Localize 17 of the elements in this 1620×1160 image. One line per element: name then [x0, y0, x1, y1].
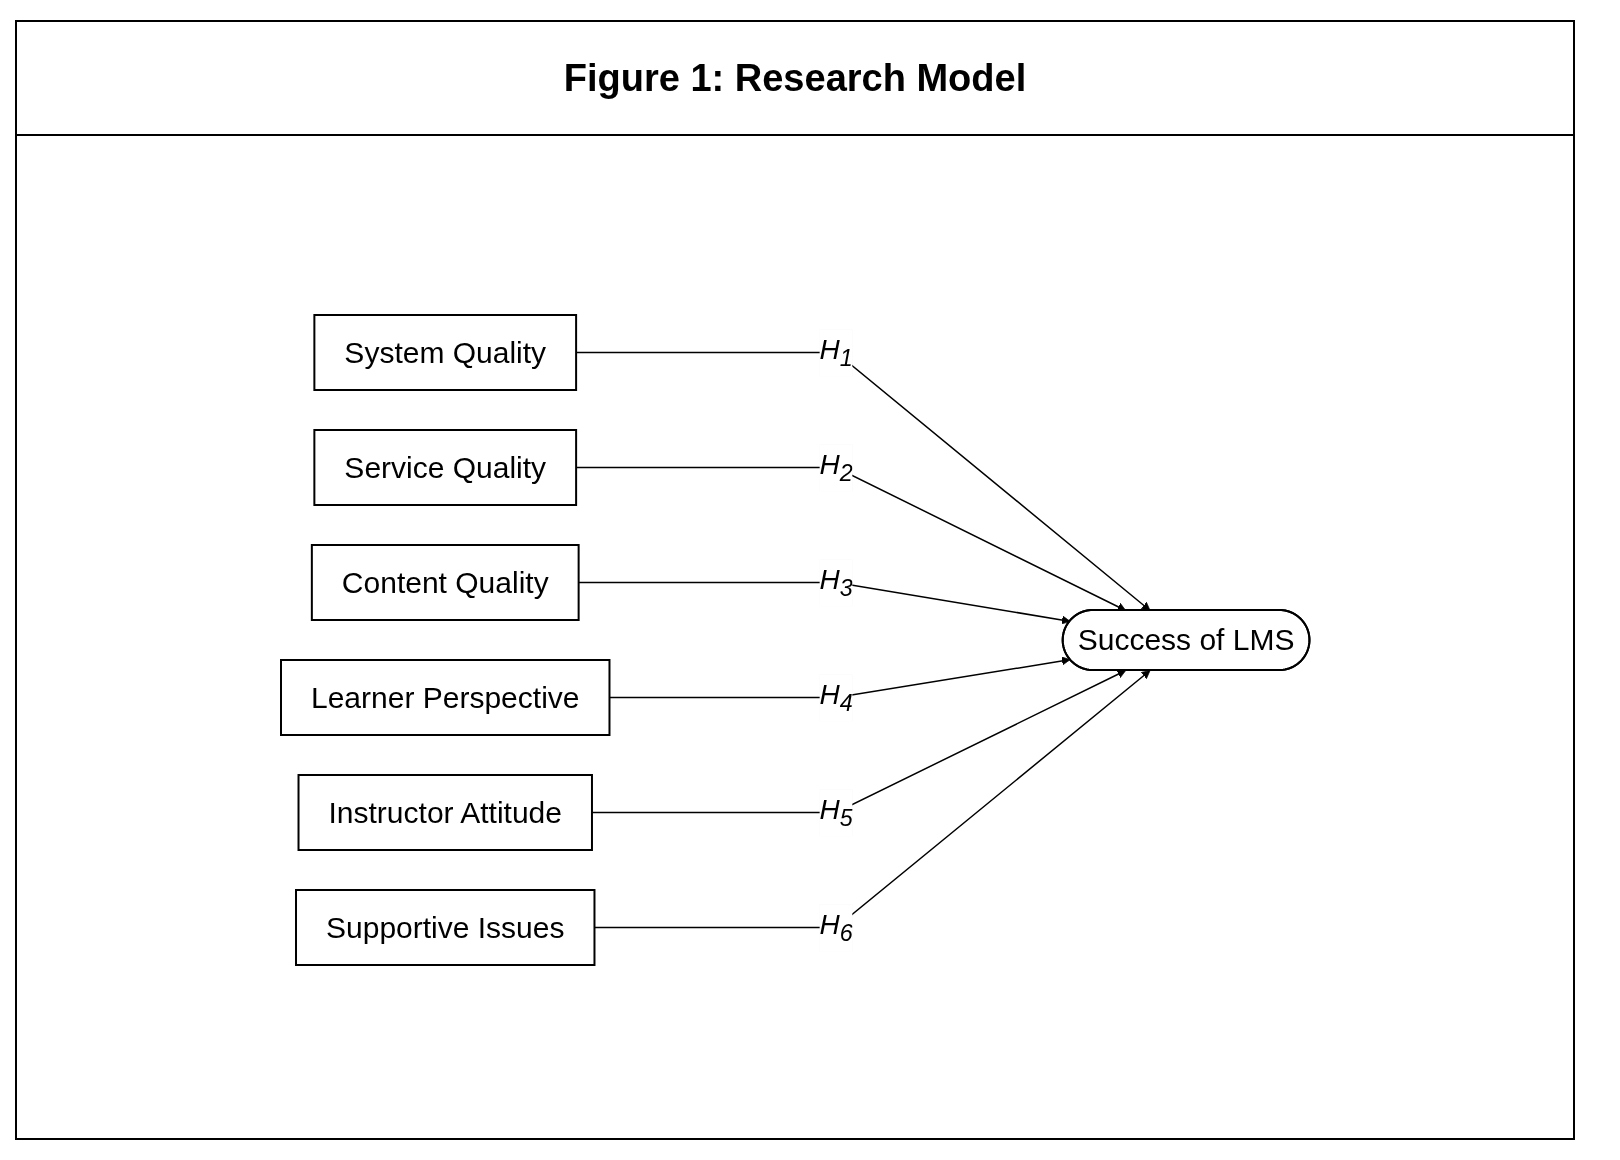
edge-label: H$_{1}$ [819, 334, 853, 371]
arrow [591, 670, 1126, 814]
edge-label: H$_{5}$ [819, 794, 853, 831]
node-box: System Quality [313, 314, 577, 391]
arrow [575, 466, 1126, 611]
arrow [593, 670, 1151, 929]
arrow [575, 351, 1151, 611]
edge-label: H$_{3}$ [819, 564, 853, 601]
node-box: Instructor Attitude [297, 774, 593, 851]
edge-label: H$_{6}$ [819, 909, 853, 946]
node-box: Service Quality [313, 429, 577, 506]
node-box: Supportive Issues [294, 889, 596, 966]
edge-label: H$_{4}$ [819, 679, 853, 716]
node-box: Learner Perspective [279, 659, 611, 736]
figure-title: Figure 1: Research Model [563, 56, 1027, 100]
node-box: Content Quality [310, 544, 580, 621]
edge-label: H$_{2}$ [819, 449, 853, 486]
